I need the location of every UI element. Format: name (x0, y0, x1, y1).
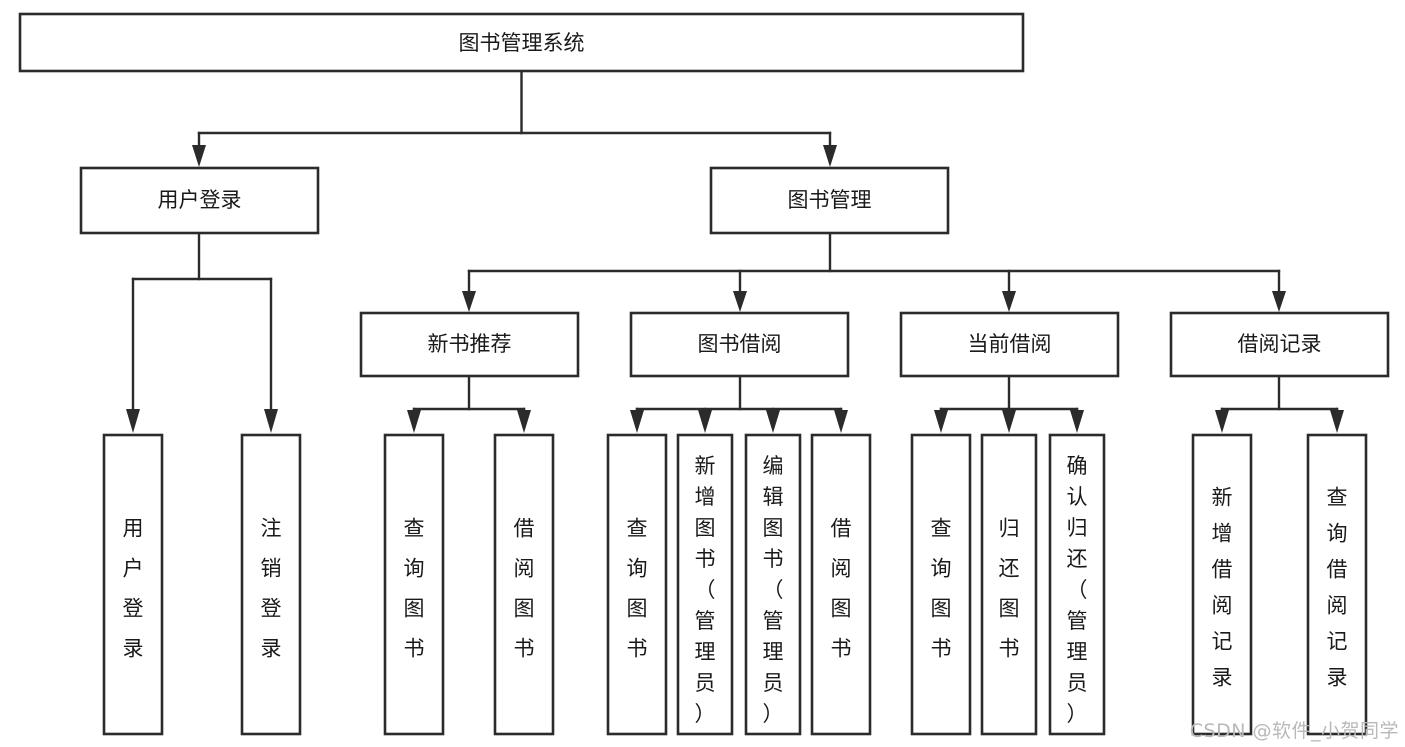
arrowhead-leaf-return-book (1002, 410, 1016, 433)
node-current-borrow-label: 当前借阅 (968, 332, 1052, 356)
leaf-confirm-return-box[interactable] (1048, 433, 1106, 736)
csdn-watermark: CSDN @软件_小贺同学 (1189, 720, 1399, 742)
leaf-query-book-2[interactable]: 查询图书 (606, 433, 668, 736)
arrowhead-book-borrow (733, 291, 747, 312)
node-user-login-box[interactable] (79, 166, 320, 235)
node-root-label: 图书管理系统 (459, 31, 585, 55)
leaf-user-logout-box[interactable] (240, 433, 302, 736)
leaf-user-login-box[interactable] (102, 433, 164, 736)
arrowhead-leaf-query-book-3 (934, 410, 948, 433)
arrowhead-leaf-query-book-1 (407, 410, 421, 433)
leaf-add-record-label: 新增借阅记录 (1212, 486, 1233, 690)
node-book-borrow[interactable]: 图书借阅 (629, 311, 850, 378)
arrowhead-leaf-add-book (698, 410, 712, 433)
arrowhead-book-management (823, 145, 837, 167)
node-book-management-label: 图书管理 (788, 188, 872, 212)
leaf-add-book[interactable]: 新增图书（管理员） (676, 433, 734, 736)
leaf-add-book-box[interactable] (676, 433, 734, 736)
leaf-borrow-book-1-label: 借阅图书 (514, 517, 535, 661)
leaf-query-book-3-label: 查询图书 (931, 517, 952, 661)
node-borrow-record[interactable]: 借阅记录 (1169, 311, 1390, 378)
node-book-borrow-box[interactable] (629, 311, 850, 378)
node-book-borrow-label: 图书借阅 (698, 332, 782, 356)
leaf-query-record-box[interactable] (1306, 433, 1368, 736)
leaf-add-book-label: 新增图书（管理员） (695, 454, 716, 726)
leaf-query-record[interactable]: 查询借阅记录 (1306, 433, 1368, 736)
arrowhead-leaf-query-record (1330, 410, 1344, 433)
leaf-edit-book-label: 编辑图书（管理员） (763, 454, 784, 726)
leaf-borrow-book-1[interactable]: 借阅图书 (493, 433, 555, 736)
arrowhead-leaf-confirm-return (1070, 410, 1084, 433)
node-borrow-record-box[interactable] (1169, 311, 1390, 378)
node-new-book-recommend-label: 新书推荐 (428, 332, 512, 356)
leaf-add-record-box[interactable] (1191, 433, 1253, 736)
node-user-login-label: 用户登录 (158, 188, 242, 212)
node-root-box[interactable] (18, 12, 1025, 73)
node-new-book-recommend-box[interactable] (359, 311, 580, 378)
arrowhead-leaf-user-login (126, 409, 140, 433)
leaf-query-book-1-box[interactable] (383, 433, 445, 736)
arrowhead-leaf-user-logout (264, 409, 278, 433)
leaf-query-book-1[interactable]: 查询图书 (383, 433, 445, 736)
node-current-borrow[interactable]: 当前借阅 (899, 311, 1120, 378)
node-borrow-record-label: 借阅记录 (1238, 332, 1322, 356)
leaf-borrow-book-2-box[interactable] (810, 433, 872, 736)
leaf-query-record-label: 查询借阅记录 (1327, 486, 1348, 690)
leaf-user-login-label: 用户登录 (123, 517, 144, 661)
leaf-query-book-3-box[interactable] (910, 433, 972, 736)
node-new-book-recommend[interactable]: 新书推荐 (359, 311, 580, 378)
arrowhead-leaf-edit-book (766, 410, 780, 433)
node-book-management-box[interactable] (709, 166, 950, 235)
leaf-confirm-return[interactable]: 确认归还（管理员） (1048, 433, 1106, 736)
arrowhead-new-book-recommend (462, 291, 476, 312)
leaf-user-logout[interactable]: 注销登录 (240, 433, 302, 736)
arrowhead-leaf-borrow-book-1 (517, 410, 531, 433)
arrowhead-leaf-query-book-2 (630, 410, 644, 433)
node-user-login[interactable]: 用户登录 (79, 166, 320, 235)
arrowhead-leaf-borrow-book-2 (834, 410, 848, 433)
leaf-return-book[interactable]: 归还图书 (980, 433, 1038, 736)
leaf-borrow-book-2[interactable]: 借阅图书 (810, 433, 872, 736)
leaf-confirm-return-label: 确认归还（管理员） (1067, 454, 1088, 726)
leaf-edit-book-box[interactable] (744, 433, 802, 736)
leaf-return-book-box[interactable] (980, 433, 1038, 736)
leaf-query-book-3[interactable]: 查询图书 (910, 433, 972, 736)
leaf-query-book-2-box[interactable] (606, 433, 668, 736)
leaf-user-login[interactable]: 用户登录 (102, 433, 164, 736)
node-current-borrow-box[interactable] (899, 311, 1120, 378)
node-root[interactable]: 图书管理系统 (18, 12, 1025, 73)
leaf-borrow-book-1-box[interactable] (493, 433, 555, 736)
arrowhead-current-borrow (1002, 291, 1016, 312)
leaf-query-book-1-label: 查询图书 (404, 517, 425, 661)
leaf-query-book-2-label: 查询图书 (627, 517, 648, 661)
arrowhead-leaf-add-record (1215, 410, 1229, 433)
arrowhead-user-login (192, 145, 206, 167)
arrowhead-borrow-record (1272, 291, 1286, 312)
leaf-return-book-label: 归还图书 (999, 517, 1020, 661)
leaf-user-logout-label: 注销登录 (261, 517, 282, 661)
leaf-edit-book[interactable]: 编辑图书（管理员） (744, 433, 802, 736)
leaf-add-record[interactable]: 新增借阅记录 (1191, 433, 1253, 736)
leaf-borrow-book-2-label: 借阅图书 (831, 517, 852, 661)
connector-layer (126, 69, 1344, 433)
node-book-management[interactable]: 图书管理 (709, 166, 950, 235)
